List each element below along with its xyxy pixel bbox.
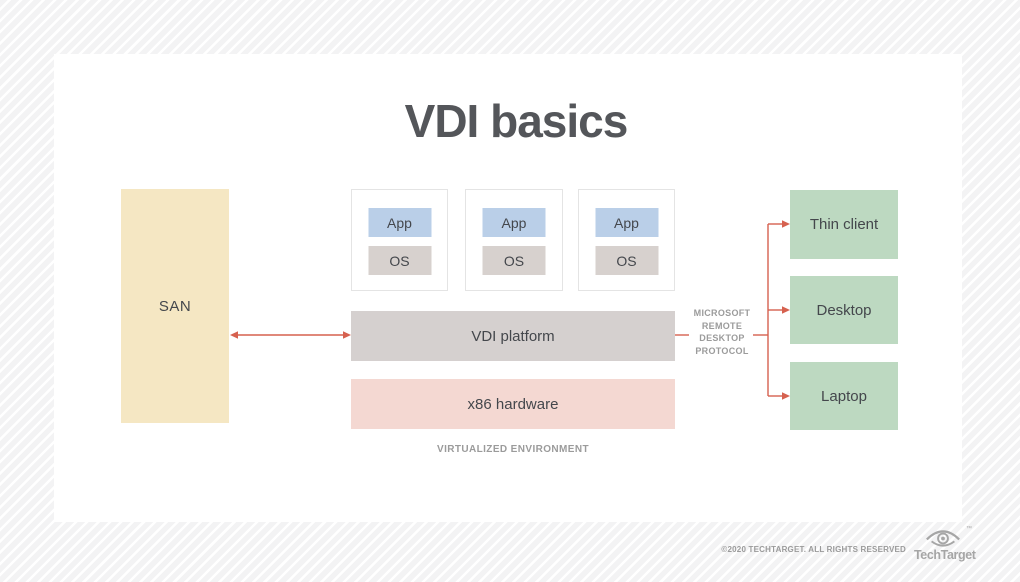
vm-box-1: App OS bbox=[351, 189, 448, 291]
protocol-line: MICROSOFT bbox=[693, 308, 751, 318]
client-box-desktop: Desktop bbox=[790, 276, 898, 344]
os-label: OS bbox=[389, 252, 410, 269]
client-label: Desktop bbox=[816, 301, 872, 319]
app-chip: App bbox=[595, 208, 658, 237]
os-label: OS bbox=[503, 252, 525, 269]
protocol-label: MICROSOFT REMOTE DESKTOP PROTOCOL bbox=[682, 307, 762, 357]
x86-hardware-label: x86 hardware bbox=[467, 395, 559, 413]
app-label: App bbox=[614, 214, 639, 231]
x86-hardware-bar: x86 hardware bbox=[351, 379, 675, 429]
os-chip: OS bbox=[368, 246, 431, 275]
vm-box-2: App OS bbox=[465, 189, 563, 291]
page-title: VDI basics bbox=[404, 95, 629, 147]
app-chip: App bbox=[368, 208, 431, 237]
san-label: SAN bbox=[158, 297, 192, 315]
virtualized-environment-caption: VIRTUALIZED ENVIRONMENT bbox=[437, 444, 589, 455]
app-chip: App bbox=[482, 208, 546, 237]
brand-wordmark: TechTarget bbox=[914, 548, 976, 562]
os-chip: OS bbox=[482, 246, 546, 275]
copyright-text: ©2020 TECHTARGET. ALL RIGHTS RESERVED bbox=[721, 545, 906, 554]
vm-box-3: App OS bbox=[578, 189, 675, 291]
app-label: App bbox=[387, 214, 412, 231]
trademark-symbol: ™ bbox=[966, 526, 972, 532]
protocol-line: PROTOCOL bbox=[695, 345, 749, 356]
vdi-platform-label: VDI platform bbox=[471, 327, 555, 345]
app-label: App bbox=[501, 214, 527, 231]
san-box: SAN bbox=[121, 189, 229, 423]
os-label: OS bbox=[616, 252, 637, 269]
client-label: Thin client bbox=[809, 216, 879, 233]
client-box-thin-client: Thin client bbox=[790, 190, 898, 259]
client-box-laptop: Laptop bbox=[790, 362, 898, 430]
client-label: Laptop bbox=[821, 387, 867, 405]
protocol-line: DESKTOP bbox=[699, 333, 745, 343]
vdi-platform-bar: VDI platform bbox=[351, 311, 675, 361]
techtarget-logo: ™ TechTarget bbox=[914, 526, 976, 562]
os-chip: OS bbox=[595, 246, 658, 275]
protocol-line: REMOTE bbox=[701, 320, 743, 331]
eye-icon bbox=[926, 530, 960, 547]
